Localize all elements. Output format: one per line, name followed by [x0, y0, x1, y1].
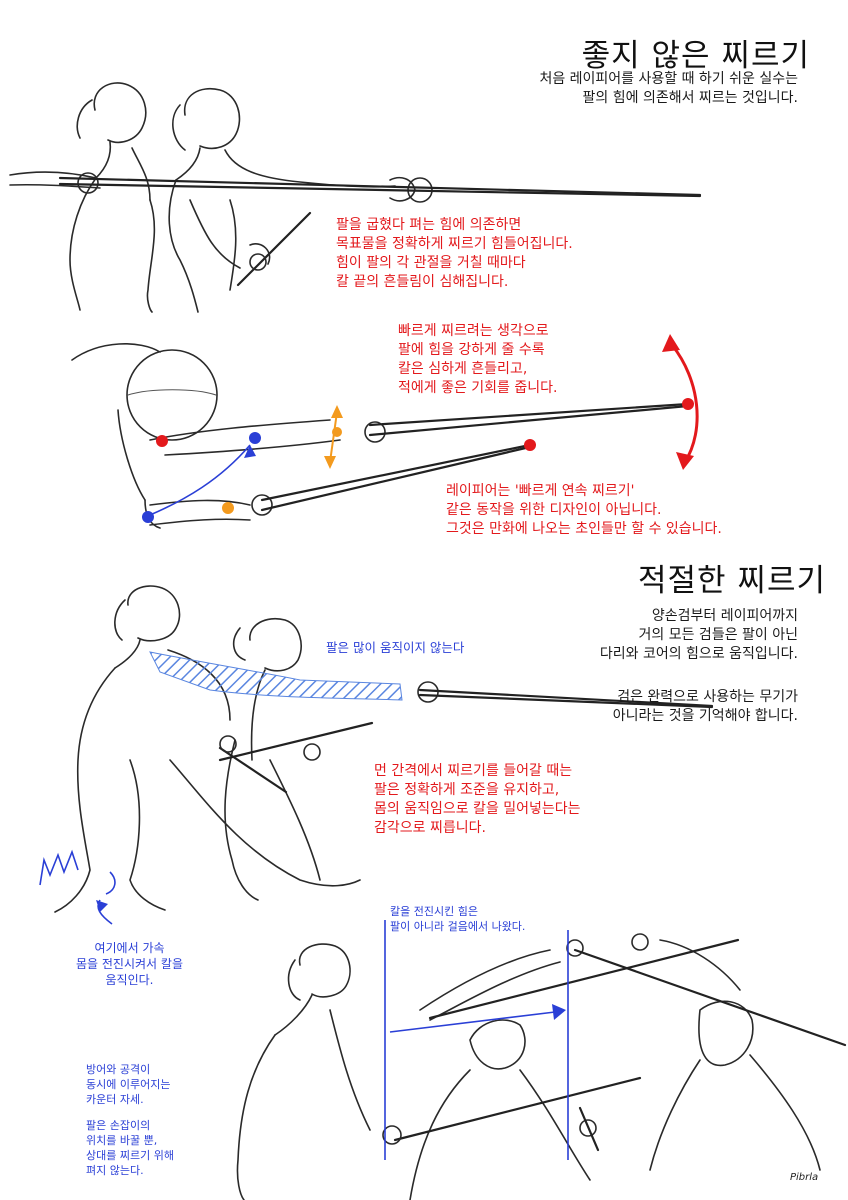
note-rapier-design: 레이피어는 '빠르게 연속 찌르기' 같은 동작을 위한 디자인이 아닙니다. … [446, 483, 722, 537]
note-fast-thrust: 빠르게 찌르려는 생각으로 팔에 힘을 강하게 줄 수록 칼은 심하게 흔들리고… [398, 323, 558, 396]
note-arm-bend: 팔을 굽혔다 펴는 힘에 의존하면 목표물을 정확하게 찌르기 힘들어집니다. … [336, 217, 573, 290]
counter-thrust-figures [236, 920, 847, 1200]
note-long-distance: 먼 간격에서 찌르기를 들어갈 때는 팔은 정확하게 조준을 유지하고, 몸의 … [374, 763, 581, 836]
proper-thrust-intro-2: 검은 완력으로 사용하는 무기가 아니라는 것을 기억해야 합니다. [612, 689, 798, 724]
proper-thrust-title: 적절한 찌르기 [638, 563, 826, 599]
proper-thrust-intro: 양손검부터 레이피어까지 거의 모든 검들은 팔이 아닌 다리와 코어의 힘으로… [599, 608, 798, 662]
foot-acceleration-note: 여기에서 가속 몸을 전진시켜서 칼을 움직인다. [76, 941, 183, 987]
arm-stays-label: 팔은 많이 움직이지 않는다 [326, 640, 465, 655]
arm-mechanics-diagram [71, 334, 699, 529]
lowered-rapier [236, 211, 312, 287]
bad-thrust-title: 좋지 않은 찌르기 [581, 38, 810, 74]
rapier-blade-1 [58, 176, 702, 197]
proper-thrust-figures [39, 585, 714, 925]
step-power-note: 칼을 전진시킨 힘은 팔이 아니라 걸음에서 나왔다. [390, 905, 526, 933]
bad-thrust-intro: 처음 레이피어를 사용할 때 하기 쉬운 실수는 팔의 힘에 의존해서 찌르는 … [539, 71, 798, 106]
rapier-blade-2 [58, 182, 702, 198]
bad-thrust-figures [9, 82, 433, 313]
hand-position-note: 팔은 손잡이의 위치를 바꿀 뿐, 상대를 찌르기 위해 펴지 않는다. [86, 1119, 174, 1177]
counter-stance-note: 방어와 공격이 동시에 이루어지는 카운터 자세. [86, 1063, 171, 1106]
artist-signature: Pibrla [790, 1172, 819, 1183]
